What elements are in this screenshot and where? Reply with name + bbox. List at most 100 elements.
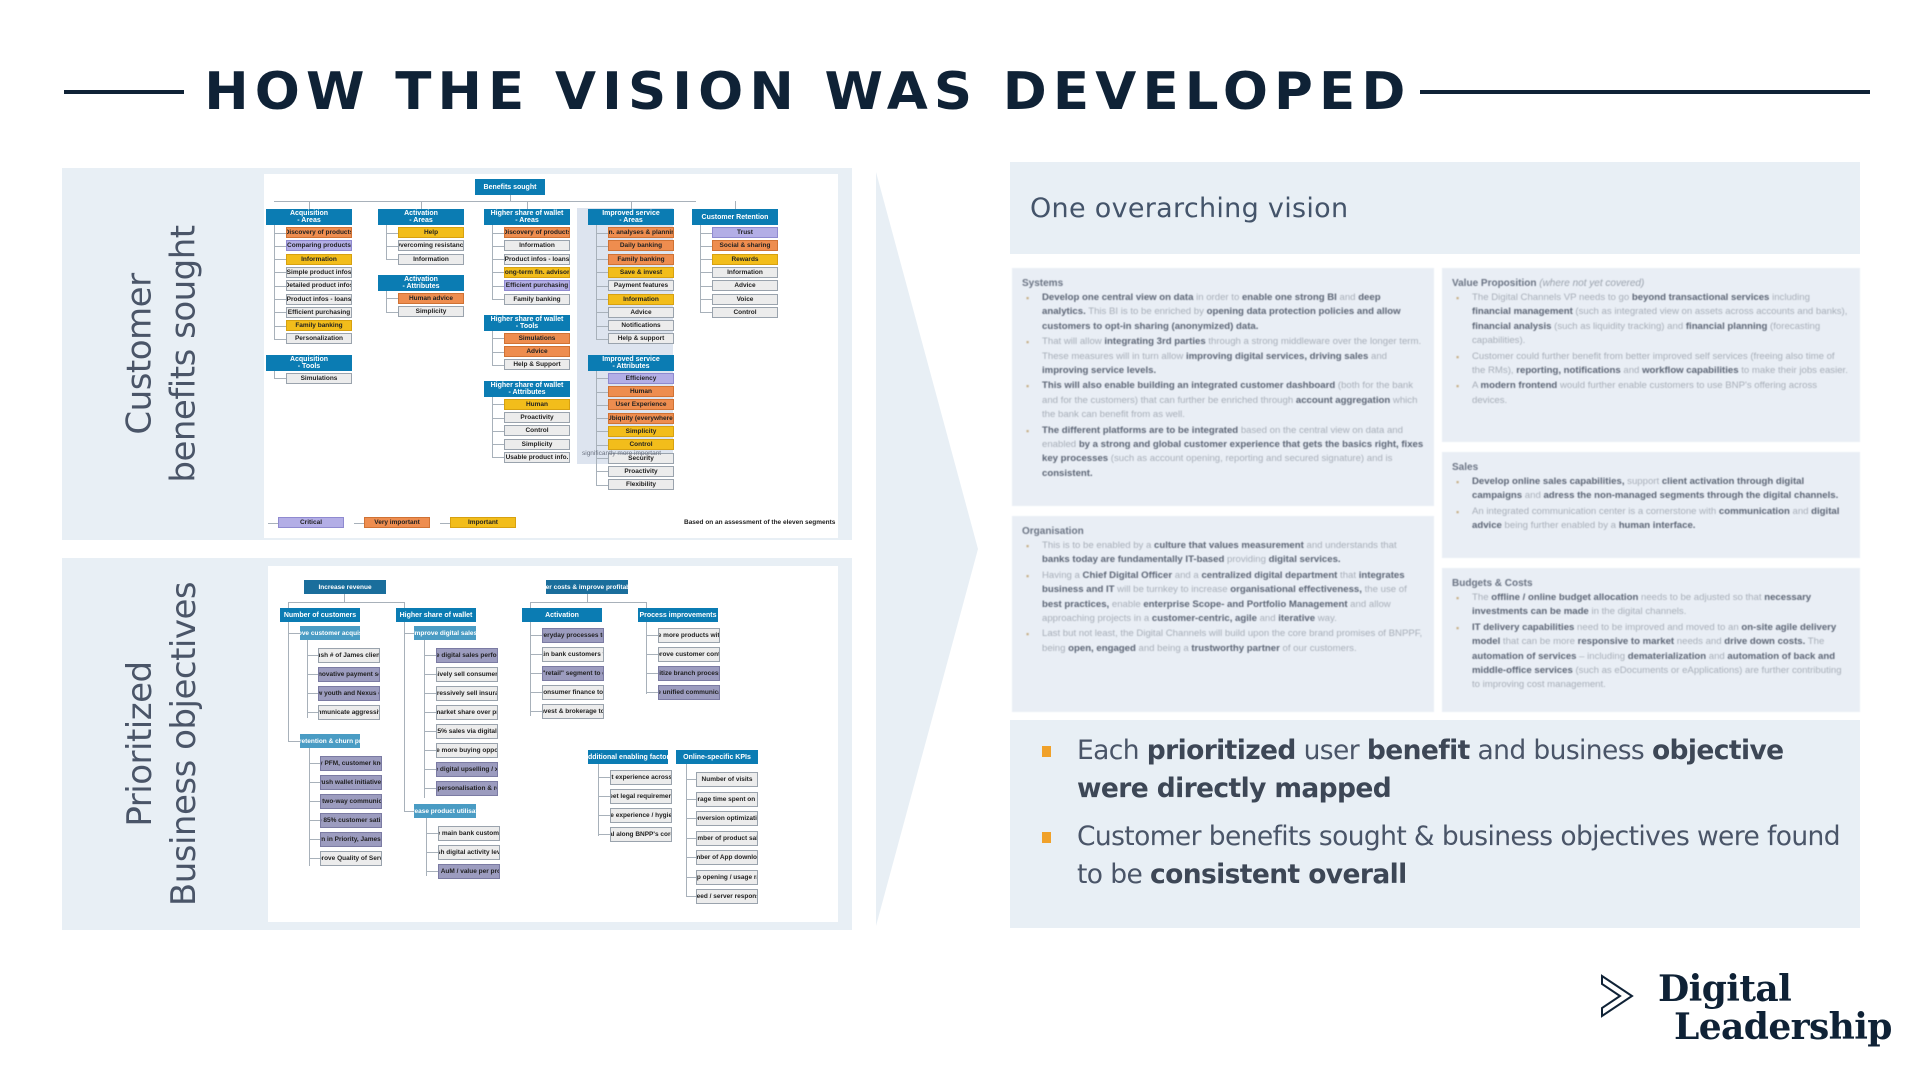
objective-header: Online-specific KPIs [676, 750, 758, 764]
benefit-item: Control [712, 306, 778, 318]
benefit-item: Information [608, 293, 674, 305]
connector-line [426, 818, 427, 876]
business-objectives-label: Prioritized Business objectives [62, 558, 262, 930]
connector-line [404, 811, 414, 812]
benefit-item: Efficiency [608, 372, 674, 384]
connector-line [527, 201, 528, 209]
sales-card: Sales Develop online sales capabilities,… [1442, 452, 1860, 558]
connector-line [596, 312, 608, 314]
connector-line [700, 259, 712, 261]
objective-item: Push AuM / value per product [438, 864, 500, 879]
benefit-item: Efficient purchasing [504, 280, 570, 292]
objective-item: Improve digital upselling / x-selling [436, 762, 498, 777]
objective-item: Improve the experience / hygienic factor… [610, 808, 672, 823]
connector-line [530, 602, 531, 608]
vision-header: One overarching vision [1010, 162, 1860, 254]
systems-heading: Systems [1022, 278, 1064, 289]
connector-line [274, 312, 286, 314]
benefit-item: Trust [712, 227, 778, 238]
budgets-costs-card: Budgets & Costs The offline / online bud… [1442, 568, 1860, 712]
connector-line [686, 818, 696, 819]
connector-line [596, 285, 608, 287]
connector-line [686, 837, 696, 839]
connector-line [426, 871, 438, 872]
connector-line [309, 839, 320, 840]
objective-item: Average time spent on site [696, 791, 758, 807]
connector-line [686, 764, 687, 896]
connector-line [598, 834, 610, 835]
connector-line [646, 622, 647, 694]
objective-item: Improve digital sales performance [436, 648, 498, 663]
panel-label-line1: Prioritized [120, 661, 160, 827]
group-header: Activation- Areas [378, 209, 464, 225]
connector-line [288, 602, 289, 608]
objective-item: Push two-way communication [320, 794, 382, 809]
connector-line [596, 325, 608, 327]
objective-header: Number of customers [280, 608, 360, 622]
connector-line [307, 712, 318, 713]
connector-line [587, 594, 588, 602]
objective-item: Improve Quality of Service [320, 851, 382, 866]
connector-line [492, 259, 504, 261]
connector-line [700, 225, 701, 313]
panel-label-line2: Business objectives [164, 581, 204, 907]
benefit-item: Long-term fin. advisory [504, 266, 570, 278]
bullet-item: IT delivery capabilities need to be impr… [1452, 621, 1850, 693]
logo-line1: Digital [1658, 968, 1792, 1010]
sales-heading: Sales [1452, 462, 1479, 473]
digital-leadership-logo: Digital Leadership [1600, 968, 1892, 1070]
objective-item: Attract new youth and Nexus customers [318, 686, 380, 701]
connector-line [492, 272, 504, 274]
benefit-item: Detailed product infos [286, 280, 352, 292]
connector-line [596, 232, 608, 234]
connector-line [646, 654, 658, 655]
connector-line [492, 245, 504, 247]
connector-line [646, 692, 658, 693]
bullet-item: Customer could further benefit from bett… [1452, 350, 1850, 379]
systems-card: Systems Develop one central view on data… [1012, 268, 1434, 506]
objective-item: Achieve 85% customer satisfaction [320, 813, 382, 828]
benefit-item: Information [286, 253, 352, 265]
page-title: HOW THE VISION WAS DEVELOPED [204, 62, 1412, 122]
objective-item: App opening / usage rate [696, 869, 758, 885]
connector-line [510, 195, 511, 201]
objective-item: Align digital along BNPP's core promises [610, 827, 672, 842]
benefit-item: Simplicity [398, 306, 464, 318]
objective-item: Push # of James clients [318, 648, 380, 663]
objective-item: Aggressively sell consumer finance [436, 667, 498, 682]
connector-line [492, 351, 504, 353]
benefit-item: Information [398, 253, 464, 265]
connector-line [274, 232, 286, 234]
benefit-item: Advice [504, 346, 570, 358]
connector-line [530, 602, 646, 603]
panel-label-line1: Customer [120, 273, 161, 435]
benefit-item: Discovery of products [504, 227, 570, 238]
connector-line [596, 418, 608, 420]
bullet-item: Develop one central view on data in orde… [1022, 291, 1424, 334]
connector-line [598, 796, 610, 797]
connector-line [686, 876, 696, 878]
connector-line [288, 622, 289, 742]
objective-item: Push innovative payment solutions [318, 667, 380, 682]
connector-line [596, 259, 608, 261]
chevron-right-outline-icon [1601, 974, 1634, 1018]
objective-subheader: Increase product utilisation [414, 804, 476, 818]
connector-line [424, 712, 436, 713]
connector-line [288, 602, 404, 603]
connector-line [646, 673, 658, 674]
connector-line [492, 364, 504, 366]
benefit-item: Flexibility [608, 479, 674, 491]
connector-line [309, 801, 320, 802]
connector-line [492, 232, 504, 234]
connector-line [386, 245, 398, 247]
connector-line [492, 444, 504, 446]
objective-item: Push "retail" segment to digital [542, 666, 604, 681]
connector-line [421, 201, 422, 209]
objective-item: Push main bank customers to digital [542, 647, 604, 662]
benefit-item: Usable product info. [504, 451, 570, 463]
bullet-item: A modern frontend would further enable c… [1452, 379, 1850, 408]
connector-line [686, 798, 696, 800]
connector-line [596, 378, 608, 380]
